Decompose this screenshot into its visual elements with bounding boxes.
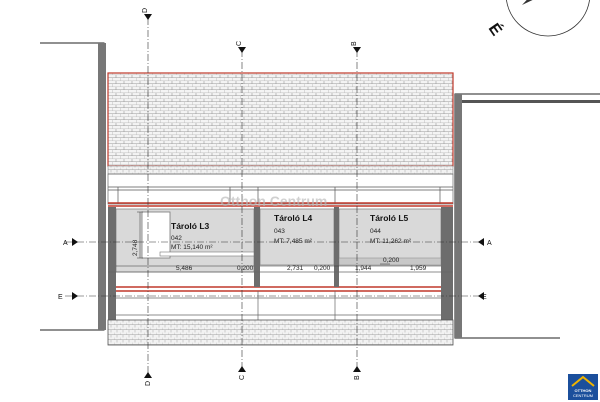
lower-roof-strip <box>107 319 454 346</box>
svg-text:OTTHON: OTTHON <box>575 388 592 393</box>
roof-area <box>107 72 454 167</box>
svg-text:É: É <box>485 19 507 39</box>
room-l3-number: 042 <box>171 235 182 242</box>
roof-gutter <box>107 165 454 175</box>
dimension-row-6: 1,959 <box>410 265 427 272</box>
dimension-lines <box>116 211 441 267</box>
axis-markers <box>72 14 484 378</box>
axis-label-b-top: B <box>351 41 358 46</box>
svg-text:CENTRUM: CENTRUM <box>573 393 593 398</box>
structural-lines <box>107 173 454 205</box>
left-neighbour-wall <box>40 42 106 331</box>
company-logo: OTTHON CENTRUM <box>568 374 598 400</box>
right-neighbour-wall <box>454 93 600 339</box>
room-l4-number: 043 <box>274 228 285 235</box>
dimension-row-3: 2,731 <box>287 265 304 272</box>
axis-label-b-bottom: B <box>354 375 361 380</box>
axis-label-e-left: E <box>58 294 63 301</box>
room-l4-title: Tároló L4 <box>274 213 313 223</box>
room-l4[interactable] <box>259 208 335 266</box>
axis-label-a-right: A <box>487 240 492 247</box>
room-l3-area: MT: 15,140 m² <box>171 244 213 251</box>
dimension-row-2: 0,200 <box>237 265 254 272</box>
watermark: Otthon Centrum <box>220 193 327 209</box>
axis-label-c-bottom: C <box>239 375 246 380</box>
dimension-row-5: 1,944 <box>355 265 372 272</box>
axis-label-d-bottom: D <box>145 381 152 386</box>
dimension-l5-small: 0,200 <box>383 257 400 264</box>
dimension-row-1: 5,486 <box>176 265 193 272</box>
room-l3[interactable] <box>115 208 255 273</box>
room-l5-number: 044 <box>370 228 381 235</box>
inner-walls <box>108 207 453 325</box>
room-l5-title: Tároló L5 <box>370 213 409 223</box>
grid-axes <box>65 18 485 378</box>
axis-label-c-top: C <box>236 41 243 46</box>
axis-label-e-right: E <box>482 294 487 301</box>
axis-label-a-left: A <box>63 240 68 247</box>
north-arrow-icon: É <box>485 0 590 39</box>
axis-label-d-top: D <box>142 8 149 13</box>
room-l3-title: Tároló L3 <box>171 221 210 231</box>
dimension-l3-height: 2,748 <box>132 239 139 256</box>
dimension-row-4: 0,200 <box>314 265 331 272</box>
red-walls <box>108 202 453 292</box>
room-l4-area: MT: 7,485 m² <box>274 238 313 245</box>
room-l5-area: MT: 11,262 m² <box>370 238 412 245</box>
